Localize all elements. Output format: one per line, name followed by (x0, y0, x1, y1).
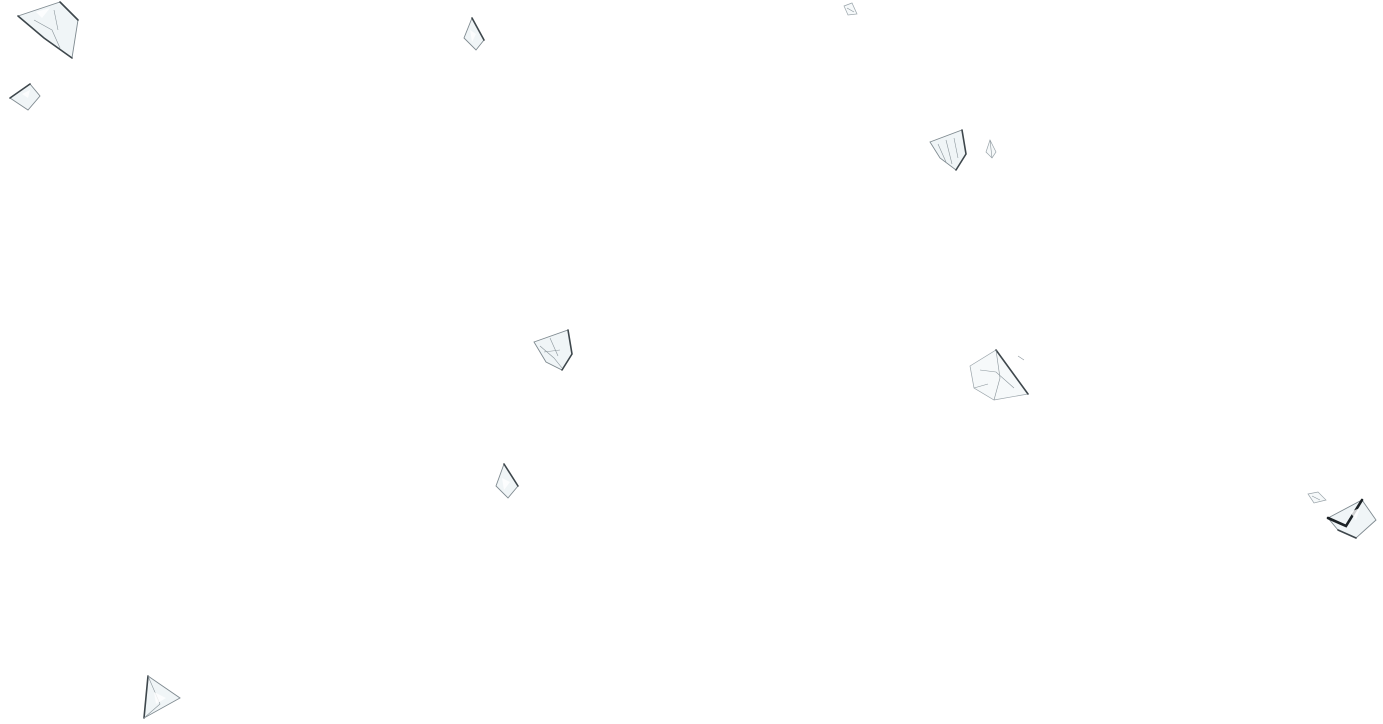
glass-shard-tiny-top (842, 2, 860, 18)
glass-shard-top-center (460, 16, 488, 52)
glass-shard-lower-center (492, 462, 522, 500)
glass-shard-tiny-upper-right (984, 138, 1000, 160)
glass-shard-upper-right (928, 128, 970, 172)
glass-shard-tiny-far-right (1306, 490, 1328, 506)
glass-shard-far-right (1326, 498, 1380, 540)
glass-shard-center (532, 328, 576, 372)
glass-shard-small-left (8, 82, 44, 112)
glass-shard-center-right (966, 348, 1032, 404)
glass-shard-large-top-left (14, 0, 82, 62)
glass-shard-bottom-left (140, 674, 184, 720)
